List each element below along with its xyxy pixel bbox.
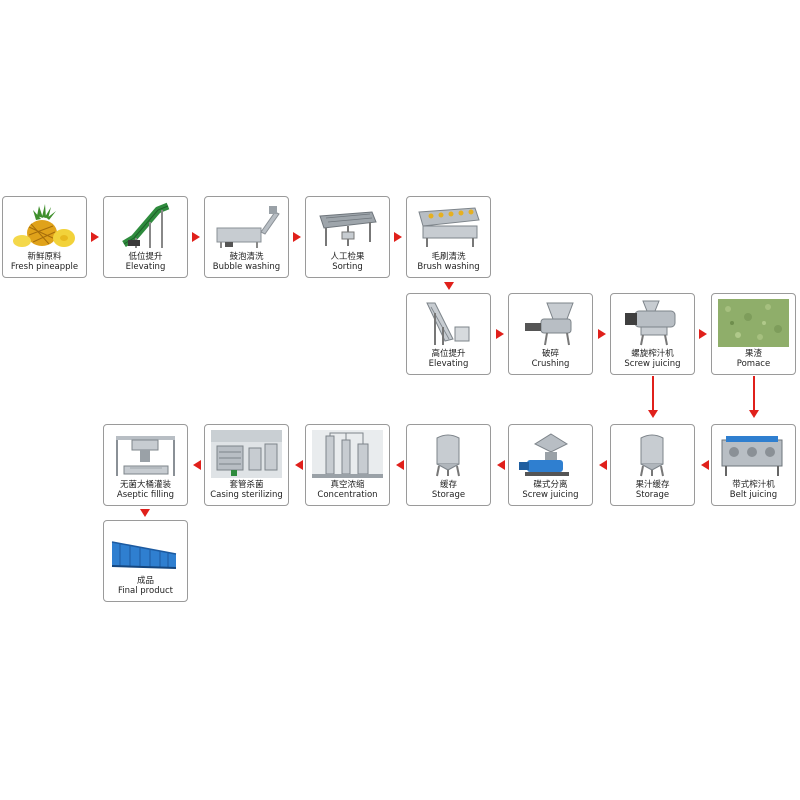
screw-juicer-icon (617, 299, 688, 347)
step-label-en: Bubble washing (212, 262, 281, 272)
crusher-icon (515, 299, 586, 347)
sorting-table-icon (312, 202, 383, 250)
step-crushing: 破碎 Crushing (508, 293, 593, 375)
evaporator-icon (312, 430, 383, 478)
step-label-zh: 人工检果 (330, 252, 365, 262)
step-label-en: Screw juicing (624, 359, 681, 369)
step-label-zh: 无菌大桶灌装 (119, 480, 171, 490)
step-casing-sterilizing: 套管杀菌 Casing sterilizing (204, 424, 289, 506)
flow-arrow (598, 329, 606, 339)
step-juice-storage: 果汁缓存 Storage (610, 424, 695, 506)
step-pomace: 果渣 Pomace (711, 293, 796, 375)
step-label-zh: 鼓泡清洗 (229, 252, 264, 262)
step-label-en: Crushing (531, 359, 570, 369)
filler-icon (110, 430, 181, 478)
step-final-product: 成品 Final product (103, 520, 188, 602)
flow-arrow (192, 232, 200, 242)
step-belt-juicing: 带式榨汁机 Belt juicing (711, 424, 796, 506)
flow-arrow (394, 232, 402, 242)
flow-arrow (648, 410, 658, 418)
sterilizer-icon (211, 430, 282, 478)
flow-arrow (599, 460, 607, 470)
flow-arrow-shaft (652, 376, 654, 410)
flow-arrow (444, 282, 454, 290)
step-label-en: Storage (635, 490, 670, 500)
belt-press-icon (718, 430, 789, 478)
step-label-zh: 低位提升 (128, 252, 163, 262)
flow-arrow (295, 460, 303, 470)
step-label-zh: 高位提升 (431, 349, 466, 359)
step-label-en: Pomace (736, 359, 771, 369)
step-label-en: Storage (431, 490, 466, 500)
step-elevating-high: 高位提升 Elevating (406, 293, 491, 375)
step-label-zh: 新鲜原料 (27, 252, 62, 262)
step-bubble-washing: 鼓泡清洗 Bubble washing (204, 196, 289, 278)
step-label-en: Concentration (317, 490, 378, 500)
step-brush-washing: 毛刷清洗 Brush washing (406, 196, 491, 278)
pomace-icon (718, 299, 789, 347)
brush-washer-icon (413, 202, 484, 250)
step-label-zh: 毛刷清洗 (431, 252, 466, 262)
step-label-en: Elevating (428, 359, 469, 369)
step-label-zh: 带式榨汁机 (732, 480, 775, 490)
step-disc-separation: 碟式分离 Screw juicing (508, 424, 593, 506)
step-label-zh: 破碎 (541, 349, 559, 359)
step-label-en: Final product (118, 586, 173, 596)
step-label-zh: 螺旋榨汁机 (631, 349, 674, 359)
step-concentration: 真空浓缩 Concentration (305, 424, 390, 506)
flow-arrow (699, 329, 707, 339)
step-elevating-low: 低位提升 Elevating (103, 196, 188, 278)
flow-arrow (701, 460, 709, 470)
conveyor-icon (110, 202, 181, 250)
bubble-washer-icon (211, 202, 282, 250)
step-label-en: Aseptic filling (116, 490, 175, 500)
drums-icon (110, 526, 181, 574)
flow-arrow (293, 232, 301, 242)
step-label-en: Brush washing (417, 262, 480, 272)
step-label-zh: 碟式分离 (533, 480, 568, 490)
step-label-zh: 果渣 (744, 349, 762, 359)
step-label-zh: 套管杀菌 (229, 480, 264, 490)
step-sorting: 人工检果 Sorting (305, 196, 390, 278)
tank-icon (413, 430, 484, 478)
step-label-en: Elevating (125, 262, 166, 272)
step-label-en: Belt juicing (729, 490, 778, 500)
step-label-zh: 缓存 (439, 480, 457, 490)
flow-arrow (140, 509, 150, 517)
flow-arrow (396, 460, 404, 470)
flow-arrow (91, 232, 99, 242)
step-label-zh: 果汁缓存 (635, 480, 670, 490)
separator-icon (515, 430, 586, 478)
step-label-en: Screw juicing (522, 490, 579, 500)
flow-arrow (749, 410, 759, 418)
pineapple-icon (9, 202, 80, 250)
step-label-zh: 成品 (136, 576, 154, 586)
step-aseptic-filling: 无菌大桶灌装 Aseptic filling (103, 424, 188, 506)
step-label-en: Fresh pineapple (10, 262, 79, 272)
tank-icon (617, 430, 688, 478)
step-label-zh: 真空浓缩 (330, 480, 365, 490)
elevator-icon (413, 299, 484, 347)
flow-arrow (496, 329, 504, 339)
step-screw-juicing: 螺旋榨汁机 Screw juicing (610, 293, 695, 375)
step-fresh-pineapple: 新鲜原料 Fresh pineapple (2, 196, 87, 278)
step-storage: 缓存 Storage (406, 424, 491, 506)
step-label-en: Sorting (332, 262, 363, 272)
flow-arrow (497, 460, 505, 470)
flow-arrow (193, 460, 201, 470)
step-label-en: Casing sterilizing (210, 490, 283, 500)
flow-arrow-shaft (753, 376, 755, 410)
